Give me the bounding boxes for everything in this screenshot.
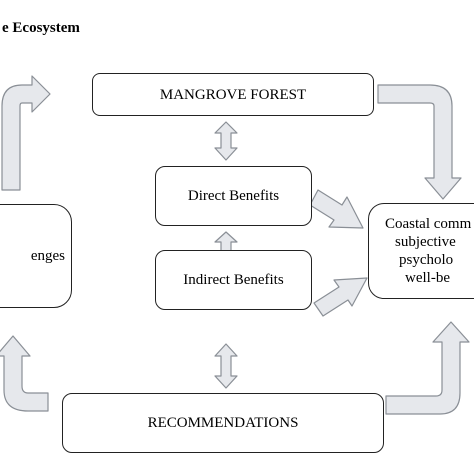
curved-arrow-recommendations-to-coastal [385,321,470,415]
diagram-title: e Ecosystem [2,20,80,36]
mangrove-forest-label: MANGROVE FOREST [159,86,307,103]
arrow-indirect-to-coastal [313,277,368,317]
curved-arrow-challenges-to-mangrove [1,75,51,191]
challenges-box: enges [0,204,72,308]
curved-arrow-mangrove-to-coastal [377,84,462,200]
double-arrow-mangrove-direct [214,121,238,161]
double-arrow-indirect-reco [214,343,238,389]
curved-arrow-recommendations-to-challenges [0,335,49,412]
coastal-line-3: psycholo [399,252,454,268]
coastal-line-2: subjective [395,234,456,250]
indirect-benefits-label: Indirect Benefits [183,272,284,288]
mangrove-forest-box: MANGROVE FOREST [92,73,374,116]
coastal-community-box: Coastal comm subjective psycholo well-be [368,203,474,299]
recommendations-box: RECOMMENDATIONS [62,393,384,453]
recommendations-label: RECOMMENDATIONS [147,415,299,431]
indirect-benefits-box: Indirect Benefits [155,250,312,310]
direct-benefits-label: Direct Benefits [187,188,280,204]
arrow-direct-to-coastal [309,189,364,229]
challenges-label: enges [30,248,65,264]
coastal-line-4: well-be [405,270,450,286]
coastal-line-1: Coastal comm [385,216,472,232]
direct-benefits-box: Direct Benefits [155,166,312,226]
